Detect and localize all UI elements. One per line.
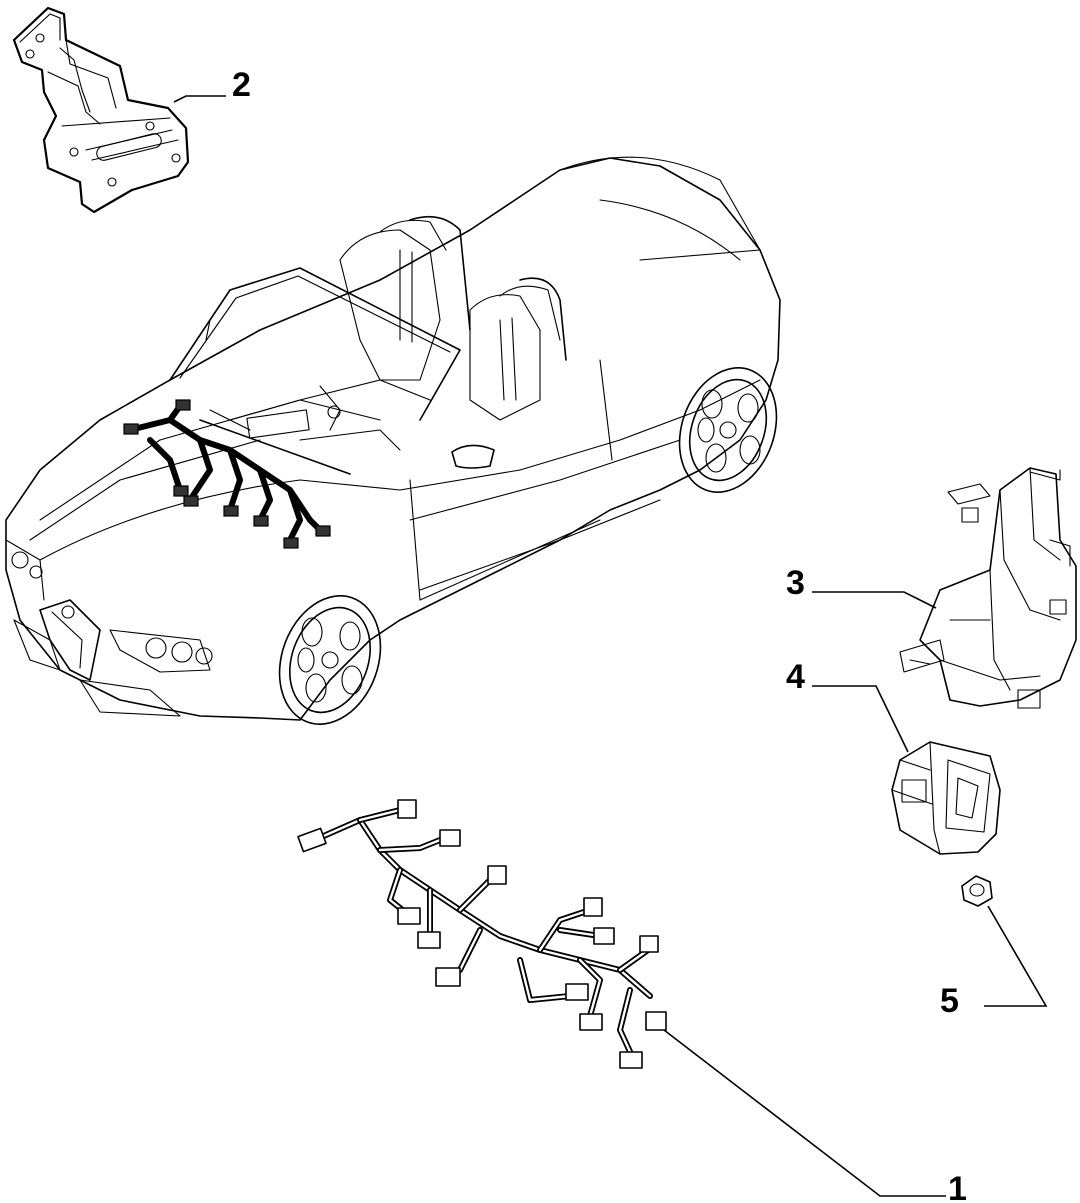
housing-part-4 [891, 741, 1001, 855]
bracket-part-2 [12, 6, 190, 214]
callout-3: 3 [786, 564, 937, 609]
callout-4: 4 [786, 658, 909, 753]
car-illustration [5, 156, 781, 725]
rear-wheel [678, 367, 778, 493]
callout-label-1: 1 [948, 1170, 967, 1203]
callout-2: 2 [173, 66, 251, 104]
callout-label-5: 5 [940, 982, 959, 1020]
callout-label-4: 4 [786, 658, 805, 696]
callout-label-2: 2 [232, 66, 251, 104]
harness-location-highlight [123, 399, 331, 549]
front-wheel [278, 595, 382, 725]
callout-label-3: 3 [786, 564, 805, 602]
callout-1: 1 [663, 1029, 967, 1203]
wiring-harness-part-1 [297, 799, 667, 1069]
nut-part-5 [961, 875, 993, 907]
callout-5: 5 [940, 905, 1048, 1020]
cover-part-3 [899, 467, 1077, 709]
